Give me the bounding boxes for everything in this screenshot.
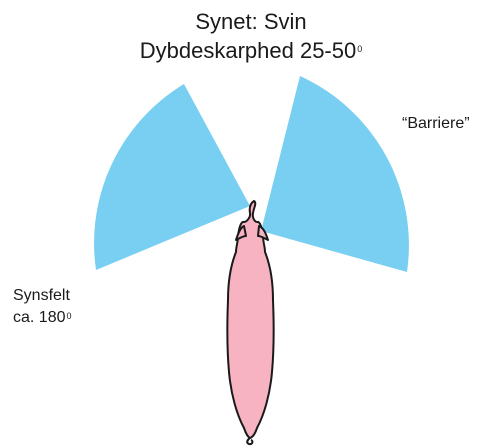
pig-tail [247, 438, 252, 444]
left-vision-field [94, 84, 250, 270]
right-vision-field [261, 76, 409, 272]
